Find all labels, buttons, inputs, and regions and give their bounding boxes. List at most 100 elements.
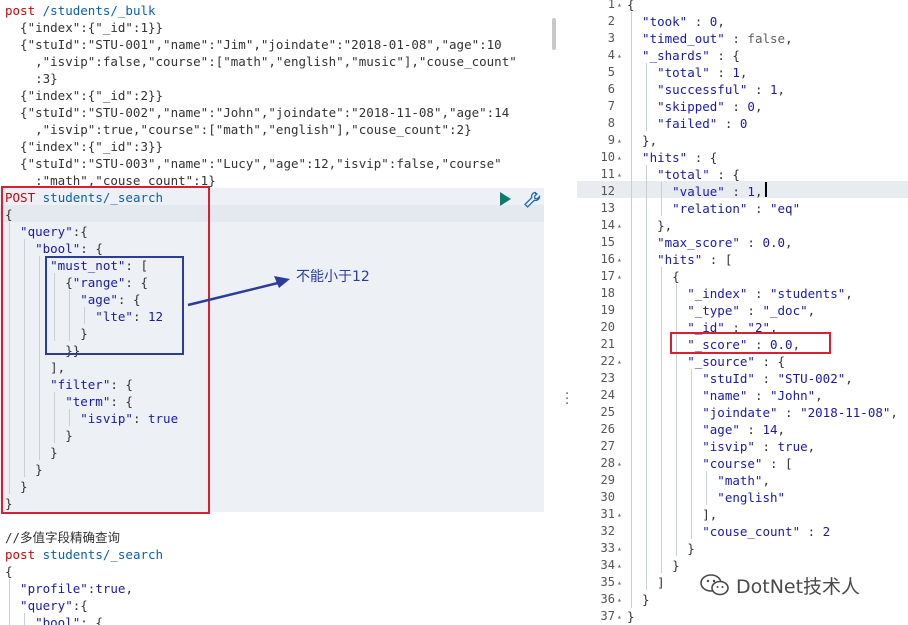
code-line[interactable]: { — [5, 206, 13, 223]
fold-toggle-icon[interactable]: ▴ — [617, 459, 622, 468]
indent-guide — [646, 63, 647, 131]
active-request-block — [0, 188, 544, 512]
code-line[interactable]: POST students/_search — [5, 189, 163, 206]
line-number: 36 — [600, 592, 615, 606]
code-token: "_type" — [627, 303, 740, 318]
code-line[interactable]: { — [5, 563, 13, 580]
code-line[interactable]: "query":{ — [5, 597, 88, 614]
code-line[interactable]: {"index":{"_id":1}} — [5, 19, 163, 36]
code-token: : { — [709, 48, 740, 63]
code-line[interactable]: ,"isvip":true,"course":["math","english"… — [5, 121, 472, 138]
code-token: : — [724, 320, 748, 335]
response-line: "math", — [627, 472, 770, 489]
line-number: 6 — [607, 82, 615, 96]
code-line[interactable]: "bool": { — [5, 614, 103, 625]
code-line[interactable]: "profile":true, — [5, 580, 133, 597]
fold-toggle-icon[interactable]: ▴ — [617, 510, 622, 519]
code-line[interactable]: {"stuId":"STU-003","name":"Lucy","age":1… — [5, 155, 502, 172]
code-line[interactable]: } — [5, 325, 88, 342]
code-line[interactable]: } — [5, 427, 73, 444]
code-token: "took" — [627, 14, 688, 29]
response-line: } — [627, 557, 680, 574]
response-line: "hits" : { — [627, 149, 717, 166]
code-token: { — [5, 275, 73, 290]
code-token: } — [627, 592, 650, 607]
line-number: 33 — [600, 541, 615, 555]
request-editor[interactable]: post /students/_bulk {"index":{"_id":1}}… — [0, 0, 560, 625]
code-line[interactable]: :"math","couse_count":1} — [5, 172, 216, 189]
fold-toggle-icon[interactable]: ▴ — [617, 255, 622, 264]
code-token: } — [5, 462, 43, 477]
indent-guide — [661, 182, 662, 216]
fold-toggle-icon[interactable]: ▴ — [617, 357, 622, 366]
fold-toggle-icon[interactable]: ▴ — [617, 51, 622, 60]
code-token: , — [807, 303, 816, 318]
code-line[interactable]: } — [5, 461, 43, 478]
code-line[interactable]: post students/_search — [5, 546, 163, 563]
drag-handle-icon[interactable]: ··· — [565, 387, 570, 412]
annotation-arrow-icon — [187, 276, 290, 307]
line-number: 27 — [600, 439, 615, 453]
line-number: 22 — [600, 354, 615, 368]
code-token: : — [739, 303, 763, 318]
code-line[interactable]: {"range": { — [5, 274, 148, 291]
editor-scrollbar[interactable] — [552, 18, 556, 50]
line-number: 19 — [600, 303, 615, 317]
code-line[interactable]: {"stuId":"STU-002","name":"John","joinda… — [5, 104, 509, 121]
code-line[interactable]: {"index":{"_id":2}} — [5, 87, 163, 104]
response-line: "_shards" : { — [627, 47, 740, 64]
code-line[interactable]: "isvip": true — [5, 410, 178, 427]
code-line[interactable]: } — [5, 495, 13, 512]
code-line[interactable]: "filter": { — [5, 376, 133, 393]
code-token: {"stuId":"STU-003","name":"Lucy","age":1… — [5, 156, 502, 171]
fold-toggle-icon[interactable]: ▴ — [617, 221, 622, 230]
code-line[interactable]: :3} — [5, 70, 58, 87]
indent-guide — [84, 307, 85, 324]
fold-toggle-icon[interactable]: ▴ — [617, 544, 622, 553]
code-line[interactable]: {"index":{"_id":3}} — [5, 138, 163, 155]
code-token: "failed" — [627, 116, 718, 131]
code-line[interactable]: //多值字段精确查询 — [5, 529, 120, 546]
fold-toggle-icon[interactable]: ▴ — [617, 170, 622, 179]
line-number: 17 — [600, 269, 615, 283]
code-line[interactable]: "lte": 12 — [5, 308, 163, 325]
code-token: , — [845, 286, 853, 301]
wrench-icon[interactable] — [523, 191, 541, 209]
fold-toggle-icon[interactable]: ▴ — [617, 136, 622, 145]
response-line: }, — [627, 217, 672, 234]
fold-toggle-icon[interactable]: ▴ — [617, 561, 622, 570]
pane-divider[interactable] — [560, 0, 577, 625]
code-line[interactable]: post /students/_bulk — [5, 2, 156, 19]
code-line[interactable]: } — [5, 478, 28, 495]
code-line[interactable]: } — [5, 444, 58, 461]
code-line[interactable]: "query":{ — [5, 223, 88, 240]
code-line[interactable]: "age": { — [5, 291, 140, 308]
indent-guide — [691, 369, 692, 539]
response-viewer[interactable]: 1▴{2 "took" : 0,3 "timed_out" : false,4▴… — [577, 0, 908, 625]
code-token: "query" — [5, 598, 73, 613]
fold-toggle-icon[interactable]: ▴ — [617, 153, 622, 162]
code-line[interactable]: ,"isvip":false,"course":["math","english… — [5, 53, 517, 70]
code-token: :{ — [72, 598, 88, 613]
fold-toggle-icon[interactable]: ▴ — [617, 578, 622, 587]
code-token: : — [132, 411, 148, 426]
code-token: : — [739, 422, 763, 437]
code-token: 14 — [762, 422, 778, 437]
code-token: , — [785, 235, 793, 250]
code-line[interactable]: "must_not": [ — [5, 257, 148, 274]
code-token: , — [890, 405, 898, 420]
run-request-icon[interactable] — [500, 192, 511, 206]
fold-toggle-icon[interactable]: ▴ — [617, 0, 622, 9]
code-token: } — [5, 428, 73, 443]
code-line[interactable]: "term": { — [5, 393, 133, 410]
fold-toggle-icon[interactable]: ▴ — [617, 272, 622, 281]
code-line[interactable]: {"stuId":"STU-001","name":"Jim","joindat… — [5, 36, 502, 53]
code-line[interactable]: ], — [5, 359, 65, 376]
fold-toggle-icon[interactable]: ▴ — [617, 612, 622, 621]
line-number: 29 — [600, 473, 615, 487]
code-token: 1 — [747, 184, 755, 199]
response-line: { — [627, 268, 680, 285]
code-line[interactable]: "bool": { — [5, 240, 103, 257]
fold-toggle-icon[interactable]: ▴ — [617, 595, 622, 604]
indent-guide — [54, 273, 55, 341]
